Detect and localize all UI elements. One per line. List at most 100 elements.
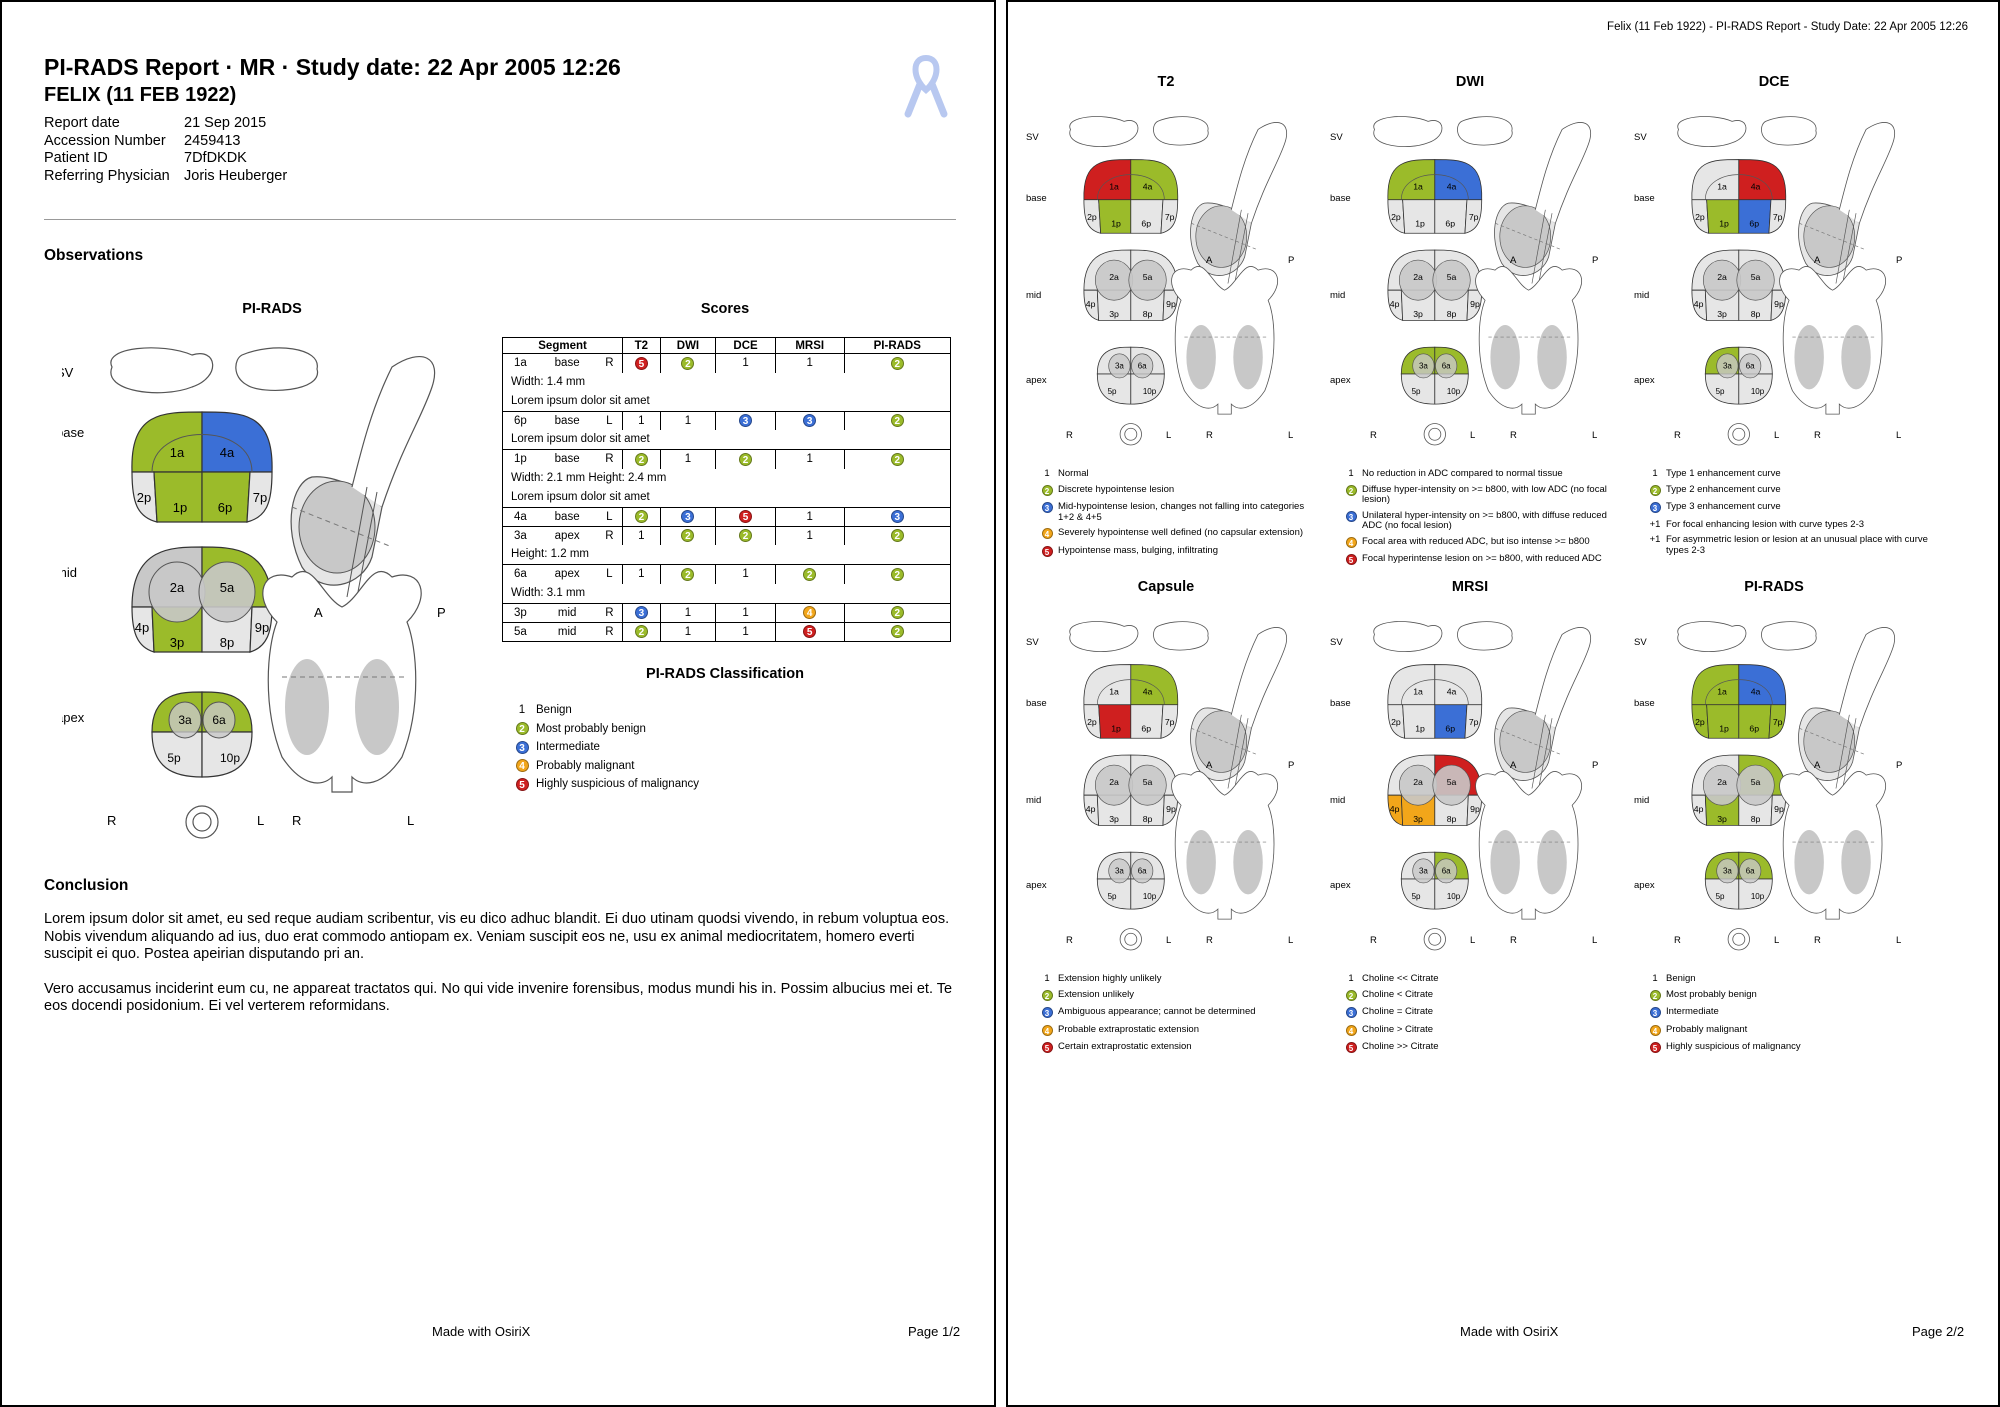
diagram-shape xyxy=(1841,325,1870,389)
score-mrsi: 3 xyxy=(775,411,844,430)
diagram-shape xyxy=(1424,424,1445,445)
diagram-shape xyxy=(1804,206,1855,268)
map-label: 7p xyxy=(1165,717,1175,727)
map-label: 1a xyxy=(1109,687,1119,697)
segment-location: base xyxy=(538,507,597,526)
legend-text: Highly suspicious of malignancy xyxy=(1666,1042,1801,1053)
map-label: SV xyxy=(1330,637,1343,648)
legend-text: Type 1 enhancement curve xyxy=(1666,469,1781,480)
map-label: 9p xyxy=(1774,299,1784,309)
table-header: DCE xyxy=(716,338,776,354)
modality-panel: DCE1a4a2p1p6p7p2a5a4p3p8p9p3a6a5p10pSVba… xyxy=(1634,2,1934,502)
diagram-shape xyxy=(1424,929,1445,950)
diagram-shape xyxy=(299,481,375,573)
map-label: A xyxy=(1206,760,1212,771)
segment-id: 3a xyxy=(503,526,538,545)
score-t2: 3 xyxy=(623,603,660,622)
map-label: L xyxy=(1896,430,1901,441)
map-label: 3p xyxy=(1717,309,1727,319)
map-label: 4a xyxy=(1143,687,1153,697)
diagram-shape xyxy=(1233,830,1262,894)
prostate-diagram: 1a4a2p1p6p7p2a5a4p3p8p9p3a6a5p10p xyxy=(1644,621,1914,956)
map-label: R xyxy=(1814,430,1821,441)
map-label: apex xyxy=(1026,880,1047,891)
sector-1a xyxy=(1388,665,1435,705)
legend-text: No reduction in ADC compared to normal t… xyxy=(1362,469,1563,480)
legend-marker: 3 xyxy=(1346,1007,1357,1018)
segment-id: 6p xyxy=(503,411,538,430)
segment-id: 1p xyxy=(503,450,538,469)
score-t2: 1 xyxy=(623,411,660,430)
map-label: 2p xyxy=(1087,212,1097,222)
map-label: 1a xyxy=(1413,182,1423,192)
map-label: A xyxy=(1814,760,1820,771)
map-label: 5p xyxy=(1412,892,1421,901)
map-label: 1a xyxy=(1717,182,1727,192)
diagram-shape xyxy=(1125,933,1137,945)
segment-side: R xyxy=(597,603,623,622)
diagram-shape xyxy=(1070,622,1138,652)
segment-side: L xyxy=(597,565,623,584)
score-value: 1 xyxy=(685,607,691,619)
map-label: R xyxy=(1370,430,1377,441)
score-dce: 2 xyxy=(716,450,776,469)
legend-item: 5Highly suspicious of malignancy xyxy=(1644,1042,1929,1055)
score-pirads: 2 xyxy=(844,450,950,469)
legend-marker: 2 xyxy=(1346,485,1357,496)
legend-text: Benign xyxy=(536,704,572,716)
map-label: SV xyxy=(1026,637,1039,648)
score-badge: 5 xyxy=(803,625,816,638)
row-notes: Lorem ipsum dolor sit amet xyxy=(503,430,951,450)
legend-item: 3Intermediate xyxy=(1644,1007,1929,1020)
map-label: A xyxy=(1510,255,1516,266)
score-mrsi: 2 xyxy=(775,565,844,584)
diagram-shape xyxy=(1794,830,1823,894)
diagram-shape xyxy=(1476,771,1582,919)
score-dwi: 1 xyxy=(660,450,716,469)
map-label: base xyxy=(1026,193,1047,204)
panel-sector-map: 1a4a2p1p6p7p2a5a4p3p8p9p3a6a5p10p xyxy=(1340,621,1610,961)
panel-sector-map: 1a4a2p1p6p7p2a5a4p3p8p9p3a6a5p10p xyxy=(1036,621,1306,961)
map-label: mid xyxy=(1634,795,1649,806)
legend-marker: 4 xyxy=(1650,1025,1661,1036)
classification-heading: PI-RADS Classification xyxy=(502,666,948,682)
score-dwi: 1 xyxy=(660,603,716,622)
legend-item: 1Extension highly unlikely xyxy=(1036,974,1321,985)
prostate-diagram: 1a4a2p1p6p7p2a5a4p3p8p9p3a6a5p10p xyxy=(1036,621,1306,956)
map-label: R xyxy=(1370,935,1377,946)
map-label: 3p xyxy=(1413,309,1423,319)
map-label: base xyxy=(1634,193,1655,204)
legend-item: 4Choline > Citrate xyxy=(1340,1025,1625,1038)
table-row-notes: Lorem ipsum dolor sit amet xyxy=(503,430,951,450)
map-label: SV xyxy=(62,365,74,380)
scores-table-wrap: SegmentT2DWIDCEMRSIPI-RADS 1abaseR52112W… xyxy=(502,337,951,642)
map-label: 4a xyxy=(1143,182,1153,192)
map-label: 3p xyxy=(170,635,184,650)
diagram-shape xyxy=(1120,424,1141,445)
sector-1a xyxy=(1692,665,1739,705)
map-label: 6a xyxy=(212,713,226,727)
map-label: 2a xyxy=(1717,777,1727,787)
score-badge: 2 xyxy=(635,625,648,638)
score-badge: 2 xyxy=(891,606,904,619)
map-label: R xyxy=(1510,935,1517,946)
score-badge: 2 xyxy=(635,510,648,523)
score-dce: 1 xyxy=(716,622,776,641)
map-label: L xyxy=(1166,935,1171,946)
field-label: Report date xyxy=(44,115,184,133)
map-label: 1a xyxy=(1413,687,1423,697)
map-label: 2p xyxy=(1695,717,1705,727)
diagram-shape xyxy=(1728,929,1749,950)
score-value: 1 xyxy=(742,626,748,638)
row-note: Width: 3.1 mm xyxy=(511,584,948,603)
table-row-notes: Height: 1.2 mm xyxy=(503,545,951,565)
segment-id: 5a xyxy=(503,622,538,641)
diagram-shape xyxy=(263,571,421,792)
table-row: 1abaseR52112 xyxy=(503,354,951,373)
map-label: 1p xyxy=(1415,724,1425,734)
score-dce: 2 xyxy=(716,526,776,545)
row-note: Lorem ipsum dolor sit amet xyxy=(511,488,948,507)
table-row: 5amidR21152 xyxy=(503,622,951,641)
